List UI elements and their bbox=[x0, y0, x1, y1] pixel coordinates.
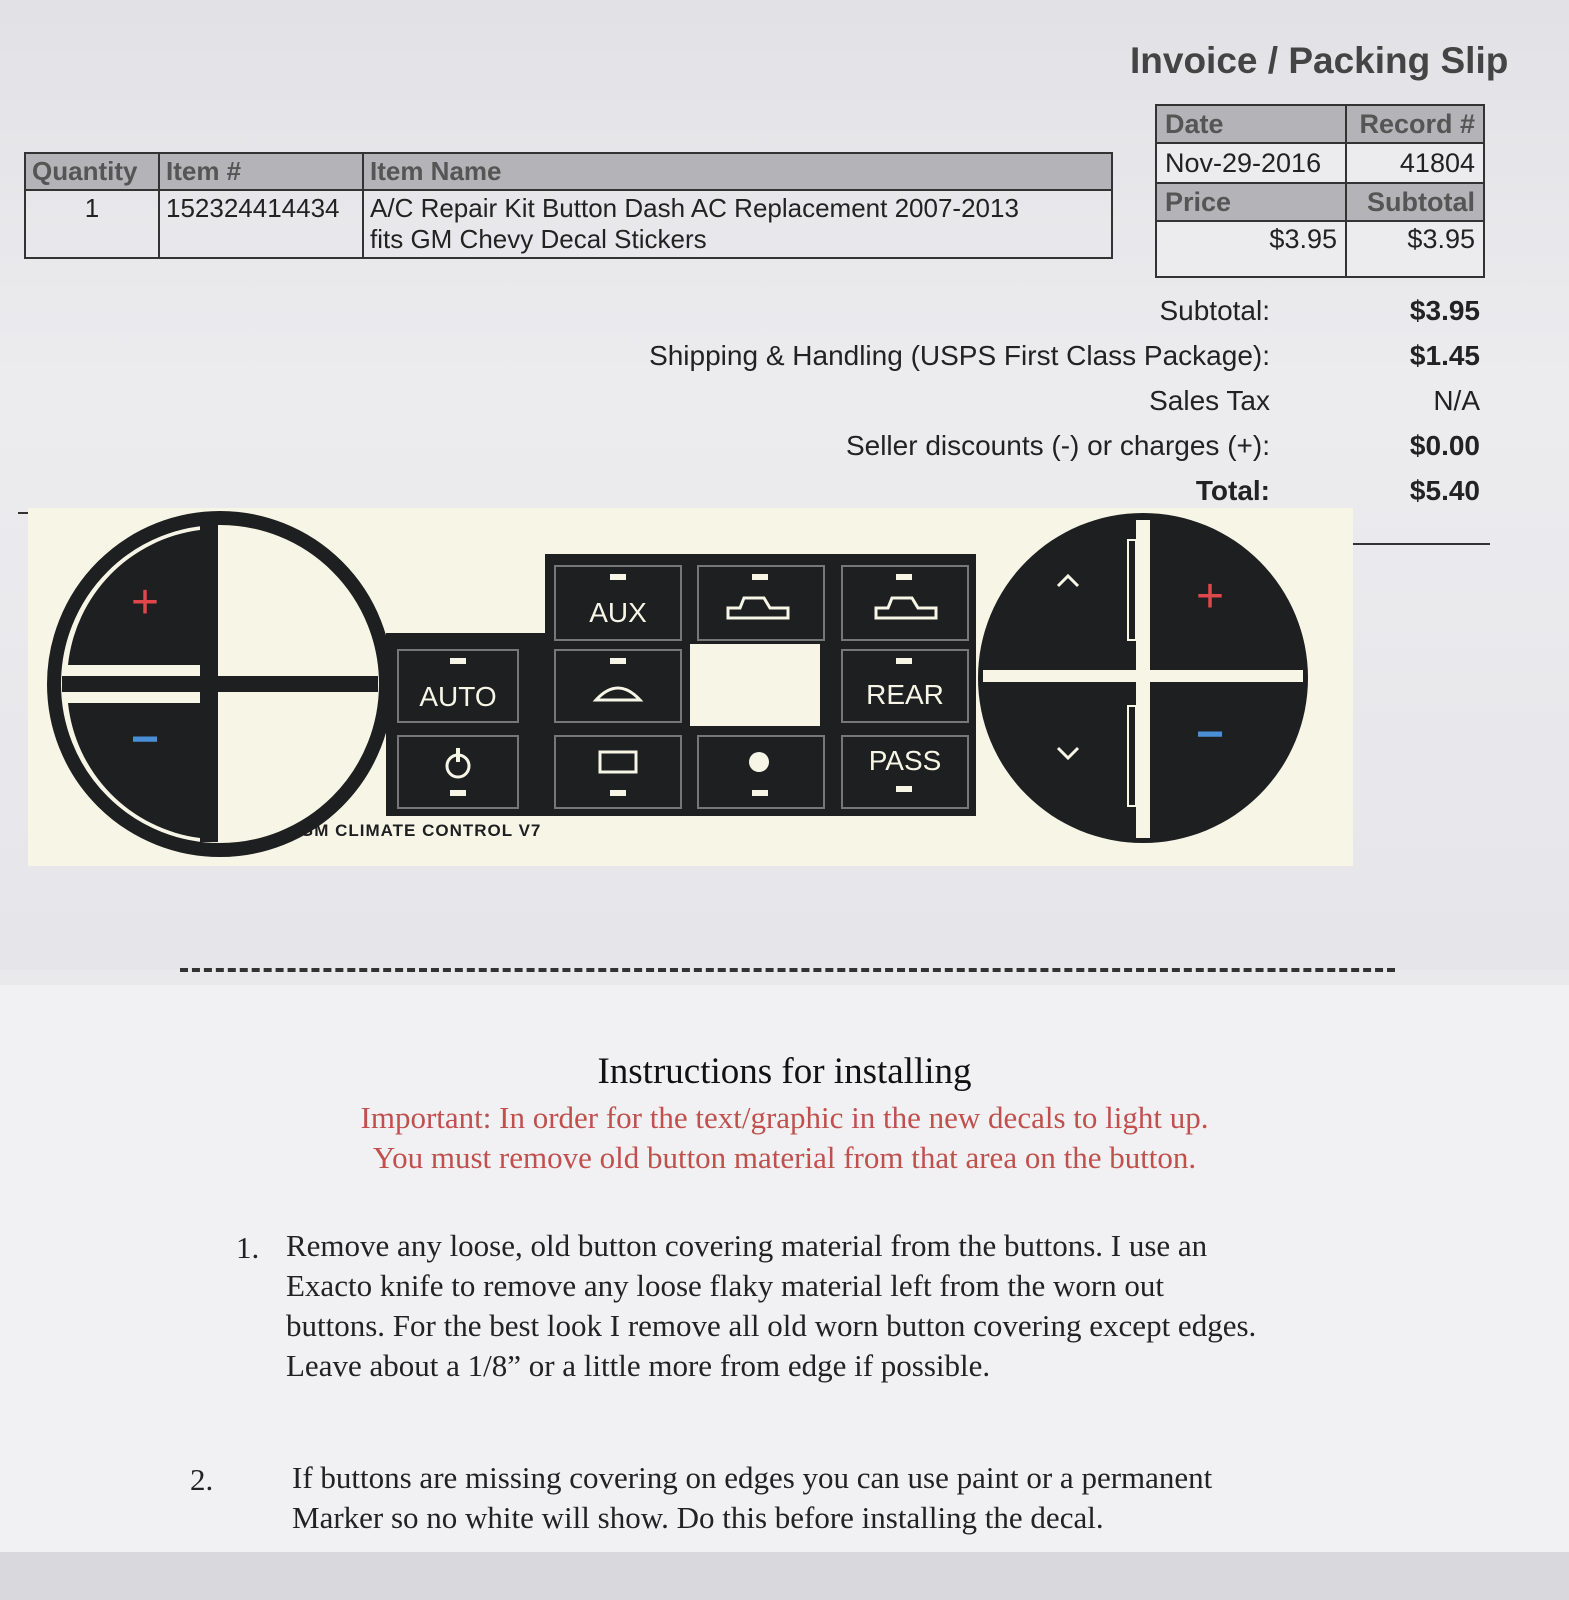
item-subtotal: $3.95 bbox=[1345, 220, 1485, 278]
important-line: You must remove old button material from… bbox=[372, 1140, 1197, 1175]
truck-icon bbox=[874, 596, 938, 620]
auto-button: AUTO bbox=[397, 649, 519, 723]
truck-icon bbox=[726, 596, 790, 620]
totals-row-total: Total: $5.40 bbox=[600, 475, 1500, 520]
rear-label: REAR bbox=[866, 679, 944, 710]
item-price: $3.95 bbox=[1155, 220, 1347, 278]
totals-row-discounts: Seller discounts (-) or charges (+): $0.… bbox=[600, 430, 1500, 475]
plus-sign: + bbox=[1196, 570, 1224, 623]
totals-row-subtotal: Subtotal: $3.95 bbox=[600, 295, 1500, 340]
totals-row-shipping: Shipping & Handling (USPS First Class Pa… bbox=[600, 340, 1500, 385]
totals-value: $1.45 bbox=[1409, 340, 1480, 371]
totals-value: $5.40 bbox=[1409, 475, 1480, 506]
rear-defrost-icon bbox=[598, 750, 638, 774]
sheet-edge bbox=[0, 1552, 1569, 1600]
minus-sign: − bbox=[131, 713, 159, 766]
step-line: Leave about a 1/8” or a little more from… bbox=[286, 1348, 991, 1383]
invoice-meta-table: Date Record # Nov-29-2016 41804 Price Su… bbox=[1155, 104, 1485, 278]
step-line: If buttons are missing covering on edges… bbox=[292, 1460, 1213, 1495]
item-number: 152324414434 bbox=[158, 189, 364, 259]
totals-label: Shipping & Handling (USPS First Class Pa… bbox=[649, 340, 1270, 371]
step-line: Remove any loose, old button covering ma… bbox=[286, 1228, 1208, 1263]
important-note: Important: In order for the text/graphic… bbox=[0, 1098, 1569, 1178]
plus-sign: + bbox=[131, 576, 159, 629]
item-number-header: Item # bbox=[158, 152, 364, 191]
record-number: 41804 bbox=[1345, 142, 1485, 184]
totals-label: Total: bbox=[1195, 475, 1270, 506]
recirculation-button bbox=[697, 735, 825, 809]
step-1-text: Remove any loose, old button covering ma… bbox=[286, 1226, 1256, 1386]
decal-graphic: + − AUX AUTO bbox=[47, 511, 1308, 857]
cut-line bbox=[180, 968, 1395, 972]
invoice-date: Nov-29-2016 bbox=[1155, 142, 1347, 184]
aux-button: AUX bbox=[554, 565, 682, 641]
totals-value: $0.00 bbox=[1409, 430, 1480, 461]
record-header: Record # bbox=[1345, 104, 1485, 144]
climate-control-decal-sheet: + − AUX AUTO bbox=[28, 508, 1353, 866]
auto-label: AUTO bbox=[419, 681, 496, 712]
pass-label: PASS bbox=[869, 745, 942, 776]
aux-label: AUX bbox=[589, 597, 647, 628]
item-name-line2: fits GM Chevy Decal Stickers bbox=[370, 224, 707, 254]
totals-value: $3.95 bbox=[1409, 295, 1480, 326]
step-line: Marker so no white will show. Do this be… bbox=[292, 1500, 1104, 1535]
item-quantity: 1 bbox=[24, 189, 160, 259]
left-temp-dial bbox=[47, 511, 393, 857]
pass-button: PASS bbox=[841, 735, 969, 809]
step-number: 1. bbox=[236, 1230, 260, 1265]
subtotal-header: Subtotal bbox=[1345, 182, 1485, 222]
right-fan-dial bbox=[978, 513, 1308, 843]
totals-label: Seller discounts (-) or charges (+): bbox=[845, 430, 1270, 461]
date-header: Date bbox=[1155, 104, 1347, 144]
instructions-sheet bbox=[0, 985, 1569, 1555]
power-button bbox=[397, 735, 519, 809]
decal-caption: GM CLIMATE CONTROL V7 bbox=[300, 821, 541, 840]
defrost-icon bbox=[592, 686, 644, 702]
step-number: 2. bbox=[190, 1462, 214, 1497]
important-line: Important: In order for the text/graphic… bbox=[360, 1100, 1209, 1135]
items-table: Quantity Item # Item Name 1 152324414434… bbox=[24, 152, 1113, 259]
totals-block: Subtotal: $3.95 Shipping & Handling (USP… bbox=[600, 295, 1500, 520]
step-line: Exacto knife to remove any loose flaky m… bbox=[286, 1268, 1165, 1303]
rear-defrost-button bbox=[554, 735, 682, 809]
front-defrost-button bbox=[554, 649, 682, 723]
rear-button: REAR bbox=[841, 649, 969, 723]
fan-down-icon bbox=[1056, 746, 1080, 761]
step-2-text: If buttons are missing covering on edges… bbox=[292, 1458, 1212, 1538]
totals-value: N/A bbox=[1433, 385, 1480, 416]
totals-row-tax: Sales Tax N/A bbox=[600, 385, 1500, 430]
totals-label: Subtotal: bbox=[1159, 295, 1270, 326]
item-name-header: Item Name bbox=[362, 152, 1113, 191]
fan-up-icon bbox=[1056, 573, 1080, 588]
invoice-title: Invoice / Packing Slip bbox=[1130, 40, 1509, 81]
quantity-header: Quantity bbox=[24, 152, 160, 191]
truck-rear-button bbox=[841, 565, 969, 641]
totals-label: Sales Tax bbox=[1149, 385, 1270, 416]
items-header-row: Quantity Item # Item Name bbox=[24, 152, 1113, 191]
item-name-line1: A/C Repair Kit Button Dash AC Replacemen… bbox=[370, 193, 1019, 223]
minus-sign: − bbox=[1196, 708, 1224, 761]
truck-front-button bbox=[697, 565, 825, 641]
step-line: buttons. For the best look I remove all … bbox=[286, 1308, 1257, 1343]
item-name: A/C Repair Kit Button Dash AC Replacemen… bbox=[362, 189, 1113, 259]
table-row: 1 152324414434 A/C Repair Kit Button Das… bbox=[24, 189, 1113, 259]
price-header: Price bbox=[1155, 182, 1347, 222]
snowflake-icon bbox=[749, 752, 769, 772]
instructions-title: Instructions for installing bbox=[597, 1051, 972, 1092]
